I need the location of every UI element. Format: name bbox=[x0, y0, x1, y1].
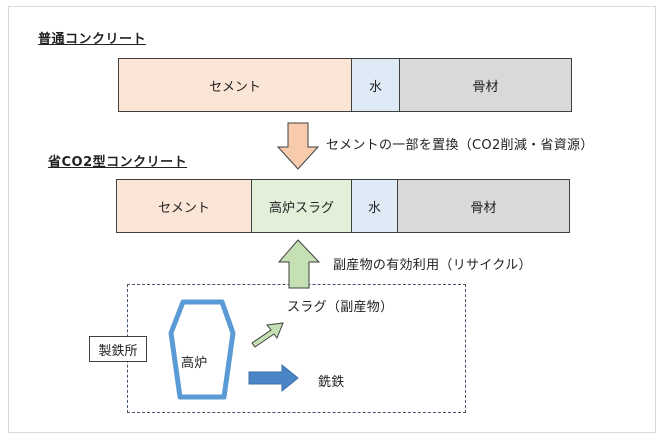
blast-furnace-label: 高炉 bbox=[181, 356, 208, 371]
byproduct-note: 副産物の有効利用（リサイクル） bbox=[333, 258, 532, 273]
low-co2-concrete-bar: セメント 高炉スラグ 水 骨材 bbox=[116, 179, 570, 233]
normal-concrete-title: 普通コンクリート bbox=[38, 32, 147, 47]
slag-label: スラグ（副産物） bbox=[287, 300, 394, 315]
replacement-note: セメントの一部を置換（CO2削減・省資源） bbox=[326, 138, 594, 153]
slag-arrow bbox=[251, 322, 284, 348]
low-co2-cement-segment: セメント bbox=[117, 180, 251, 232]
pig-iron-arrow bbox=[248, 363, 299, 393]
replacement-arrow bbox=[276, 122, 320, 170]
normal-water-segment: 水 bbox=[351, 59, 399, 111]
normal-concrete-bar: セメント 水 骨材 bbox=[118, 58, 572, 112]
low-co2-water-segment: 水 bbox=[351, 180, 397, 232]
normal-cement-segment: セメント bbox=[119, 59, 351, 111]
steelworks-label: 製鉄所 bbox=[89, 336, 147, 362]
blast-furnace-slag-segment: 高炉スラグ bbox=[251, 180, 351, 232]
pig-iron-label: 銑鉄 bbox=[318, 375, 345, 390]
low-co2-aggregate-segment: 骨材 bbox=[397, 180, 569, 232]
low-co2-concrete-title: 省CO2型コンクリート bbox=[48, 155, 188, 170]
recycle-arrow bbox=[277, 239, 321, 289]
normal-aggregate-segment: 骨材 bbox=[399, 59, 571, 111]
blast-furnace-shape bbox=[168, 299, 236, 400]
